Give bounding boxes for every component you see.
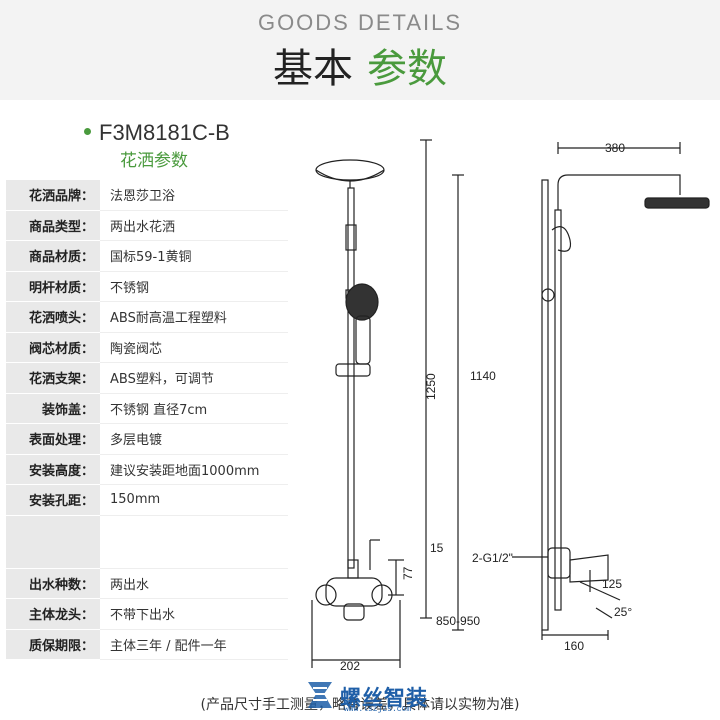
table-row: 商品材质：国标59-1黄铜 — [6, 240, 288, 272]
spec-value: 不锈钢 — [100, 271, 288, 302]
table-row: 阀芯材质：陶瓷阀芯 — [6, 332, 288, 363]
spec-key: 商品材质： — [6, 240, 100, 272]
spec-key: 花洒支架： — [6, 362, 100, 394]
header-banner: GOODS DETAILS 基本参数 — [0, 0, 720, 100]
spec-value — [100, 515, 288, 569]
spec-key — [6, 515, 100, 569]
banner-title-dark: 基本 — [273, 46, 353, 92]
watermark-url: www.lszjzs.com — [344, 705, 412, 714]
dim-160: 160 — [564, 639, 584, 653]
table-row: 安装孔距：150mm — [6, 484, 288, 516]
spec-value: 两出水 — [100, 568, 288, 599]
shower-arm-side — [557, 174, 681, 210]
spec-key: 花洒品牌： — [6, 180, 100, 211]
spec-value: ABS耐高温工程塑料 — [100, 301, 288, 333]
technical-drawing-svg: 15 202 380 1140 1250 77 850-950 2-G1/2" … — [311, 139, 710, 673]
spec-key: 出水种数： — [6, 568, 100, 599]
watermark-text: 螺丝智装 — [340, 686, 428, 710]
wall-plate-side — [541, 179, 549, 631]
banner-title-accent: 参数 — [367, 46, 447, 92]
spec-key: 主体龙头： — [6, 598, 100, 630]
watermark: 螺丝智装 www.lszjzs.com — [304, 678, 464, 714]
hand-shower — [345, 283, 379, 321]
dim-380: 380 — [605, 141, 625, 155]
shower-pole — [347, 187, 355, 569]
table-row-blank — [6, 515, 288, 569]
banner-english-title: GOODS DETAILS — [257, 10, 463, 35]
spec-value: 国标59-1黄铜 — [100, 240, 288, 272]
spec-key: 安装高度： — [6, 454, 100, 485]
spout-front — [343, 603, 365, 621]
table-row: 花洒支架：ABS塑料，可调节 — [6, 362, 288, 394]
dim-1250: 1250 — [424, 373, 438, 400]
spec-value: 陶瓷阀芯 — [100, 332, 288, 363]
model-text: F3M8181C-B — [99, 120, 230, 145]
banner-chinese-title: 基本参数 — [0, 36, 720, 94]
spec-value: 两出水花洒 — [100, 210, 288, 241]
dim-1140: 1140 — [470, 369, 496, 383]
table-row: 商品类型：两出水花洒 — [6, 210, 288, 241]
spec-value: 不带下出水 — [100, 598, 288, 630]
screw-logo-icon — [308, 682, 332, 708]
spec-key: 花洒喷头： — [6, 301, 100, 333]
model-number: F3M8181C-B — [84, 120, 230, 146]
dim-850-950: 850-950 — [436, 614, 480, 628]
spec-value: ABS塑料，可调节 — [100, 362, 288, 394]
pole-side — [554, 209, 562, 611]
hand-shower-holder — [335, 363, 371, 377]
section-subtitle: 花洒参数 — [120, 151, 188, 171]
dim-25-degree: 25° — [614, 605, 632, 619]
table-row: 安装高度：建议安装距地面1000mm — [6, 454, 288, 485]
mixer-body — [325, 577, 383, 607]
mixer-side — [547, 547, 571, 579]
table-row: 花洒品牌：法恩莎卫浴 — [6, 180, 288, 211]
hand-shower-side — [551, 226, 572, 252]
shower-head-face — [315, 169, 385, 182]
shower-dimension-drawing: 15 202 380 1140 1250 77 850-950 2-G1/2" … — [290, 130, 720, 673]
spec-key: 明杆材质： — [6, 271, 100, 302]
spec-value: 主体三年 / 配件一年 — [100, 629, 288, 660]
table-row: 花洒喷头：ABS耐高温工程塑料 — [6, 301, 288, 333]
dim-thread: 2-G1/2" — [472, 551, 513, 565]
spec-key: 阀芯材质： — [6, 332, 100, 363]
table-row: 主体龙头：不带下出水 — [6, 598, 288, 630]
spec-table: 花洒品牌：法恩莎卫浴 商品类型：两出水花洒 商品材质：国标59-1黄铜 明杆材质… — [6, 180, 288, 660]
spec-key: 装饰盖： — [6, 393, 100, 424]
spec-value: 法恩莎卫浴 — [100, 180, 288, 211]
bullet-dot-icon — [84, 127, 91, 135]
spout-side — [569, 554, 609, 583]
dim-125: 125 — [602, 577, 622, 591]
table-row: 质保期限：主体三年 / 配件一年 — [6, 629, 288, 660]
footer-note: (产品尺寸手工测量，略有误差，具体请以实物为准) — [200, 697, 520, 713]
spec-key: 安装孔距： — [6, 484, 100, 516]
table-row: 装饰盖：不锈钢 直径7cm — [6, 393, 288, 424]
spec-value: 多层电镀 — [100, 423, 288, 455]
spec-value: 不锈钢 直径7cm — [100, 393, 288, 424]
shower-head-front — [315, 159, 385, 181]
spec-key: 质保期限： — [6, 629, 100, 660]
spec-key: 表面处理： — [6, 423, 100, 455]
table-row: 出水种数：两出水 — [6, 568, 288, 599]
dim-15: 15 — [430, 541, 444, 555]
spec-value: 建议安装距地面1000mm — [100, 454, 288, 485]
dim-77: 77 — [401, 566, 415, 580]
shower-head-side — [644, 197, 710, 209]
spec-value: 150mm — [100, 484, 288, 516]
table-row: 表面处理：多层电镀 — [6, 423, 288, 455]
dim-202: 202 — [340, 659, 360, 670]
table-row: 明杆材质：不锈钢 — [6, 271, 288, 302]
spec-key: 商品类型： — [6, 210, 100, 241]
